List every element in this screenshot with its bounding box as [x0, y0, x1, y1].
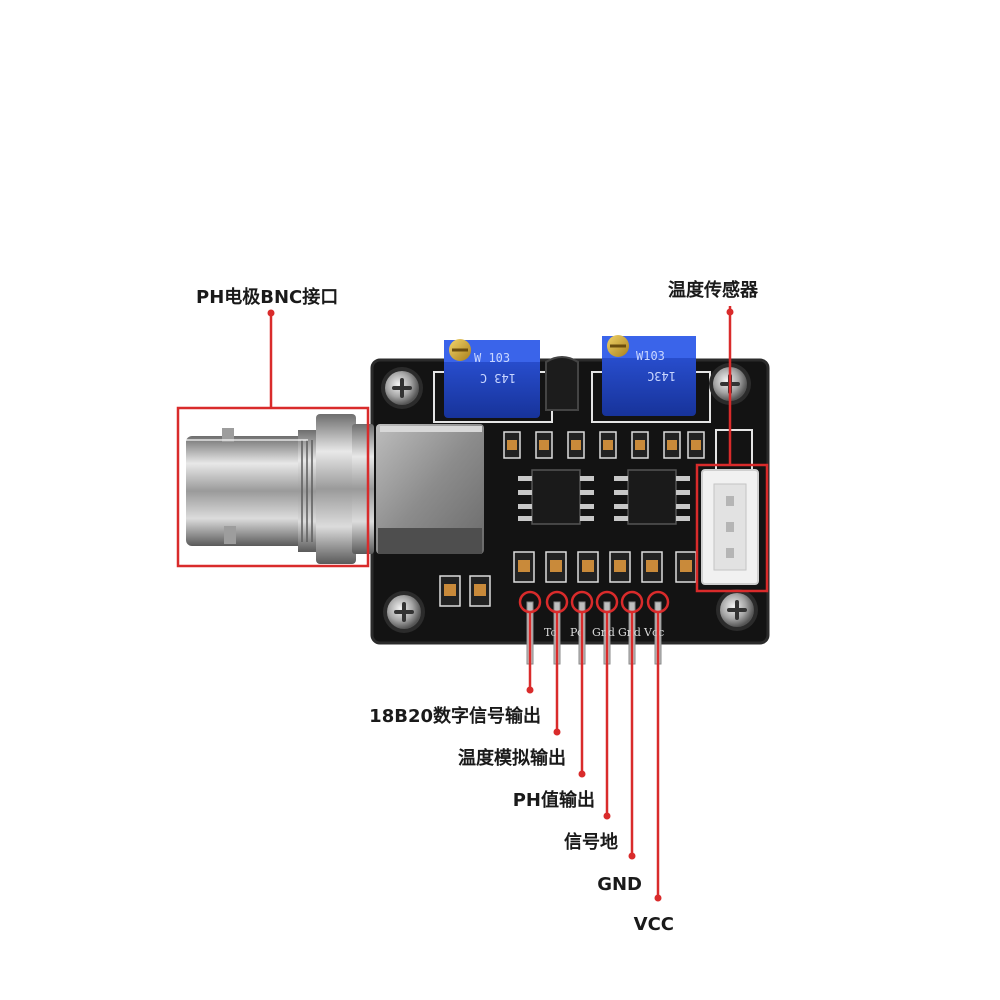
label-temperature-analog-output: 温度模拟输出: [458, 748, 566, 769]
label-vcc: VCC: [633, 914, 674, 935]
transistor: [545, 356, 579, 411]
smd-row-top: [503, 431, 705, 459]
label-18b20-output: 18B20数字信号输出: [369, 706, 541, 727]
screw-bottom-right-icon: [716, 589, 758, 631]
smd-row-bottom: [439, 551, 697, 607]
temperature-sensor-connector: [701, 469, 759, 585]
label-ph-value-output: PH值输出: [512, 790, 595, 811]
screw-top-left-icon: [381, 367, 423, 409]
bnc-connector: [186, 414, 374, 564]
pin-label-po: Po: [570, 626, 584, 639]
bnc-highlight-box: [176, 406, 370, 568]
pot-right-marking: W103: [636, 349, 665, 363]
screw-bottom-left-icon: [383, 591, 425, 633]
label-signal-ground: 信号地: [564, 832, 618, 853]
potentiometer-right: W103 143C: [602, 335, 696, 416]
pin-label-gnd-1: Gnd: [592, 626, 615, 639]
ic-chips: [518, 469, 690, 525]
label-temperature-sensor: 温度传感器: [668, 280, 758, 301]
pin-label-vcc: Vcc: [643, 626, 664, 639]
label-gnd: GND: [597, 874, 642, 895]
annotation-overlay: [176, 306, 769, 898]
pot-left-marking: W 103: [474, 351, 510, 365]
pin-label-gnd-2: Gnd: [618, 626, 641, 639]
pot-right-code: 143C: [647, 369, 676, 383]
temp-sensor-highlight-box: [695, 463, 769, 593]
label-bnc-connector: PH电极BNC接口: [196, 287, 339, 308]
annotation-dots: [267, 308, 734, 902]
pin-label-to: To: [544, 626, 557, 639]
shield-can: [376, 424, 484, 554]
pot-left-code: 143 C: [480, 371, 516, 385]
potentiometer-left: W 103 143 C: [444, 339, 540, 418]
